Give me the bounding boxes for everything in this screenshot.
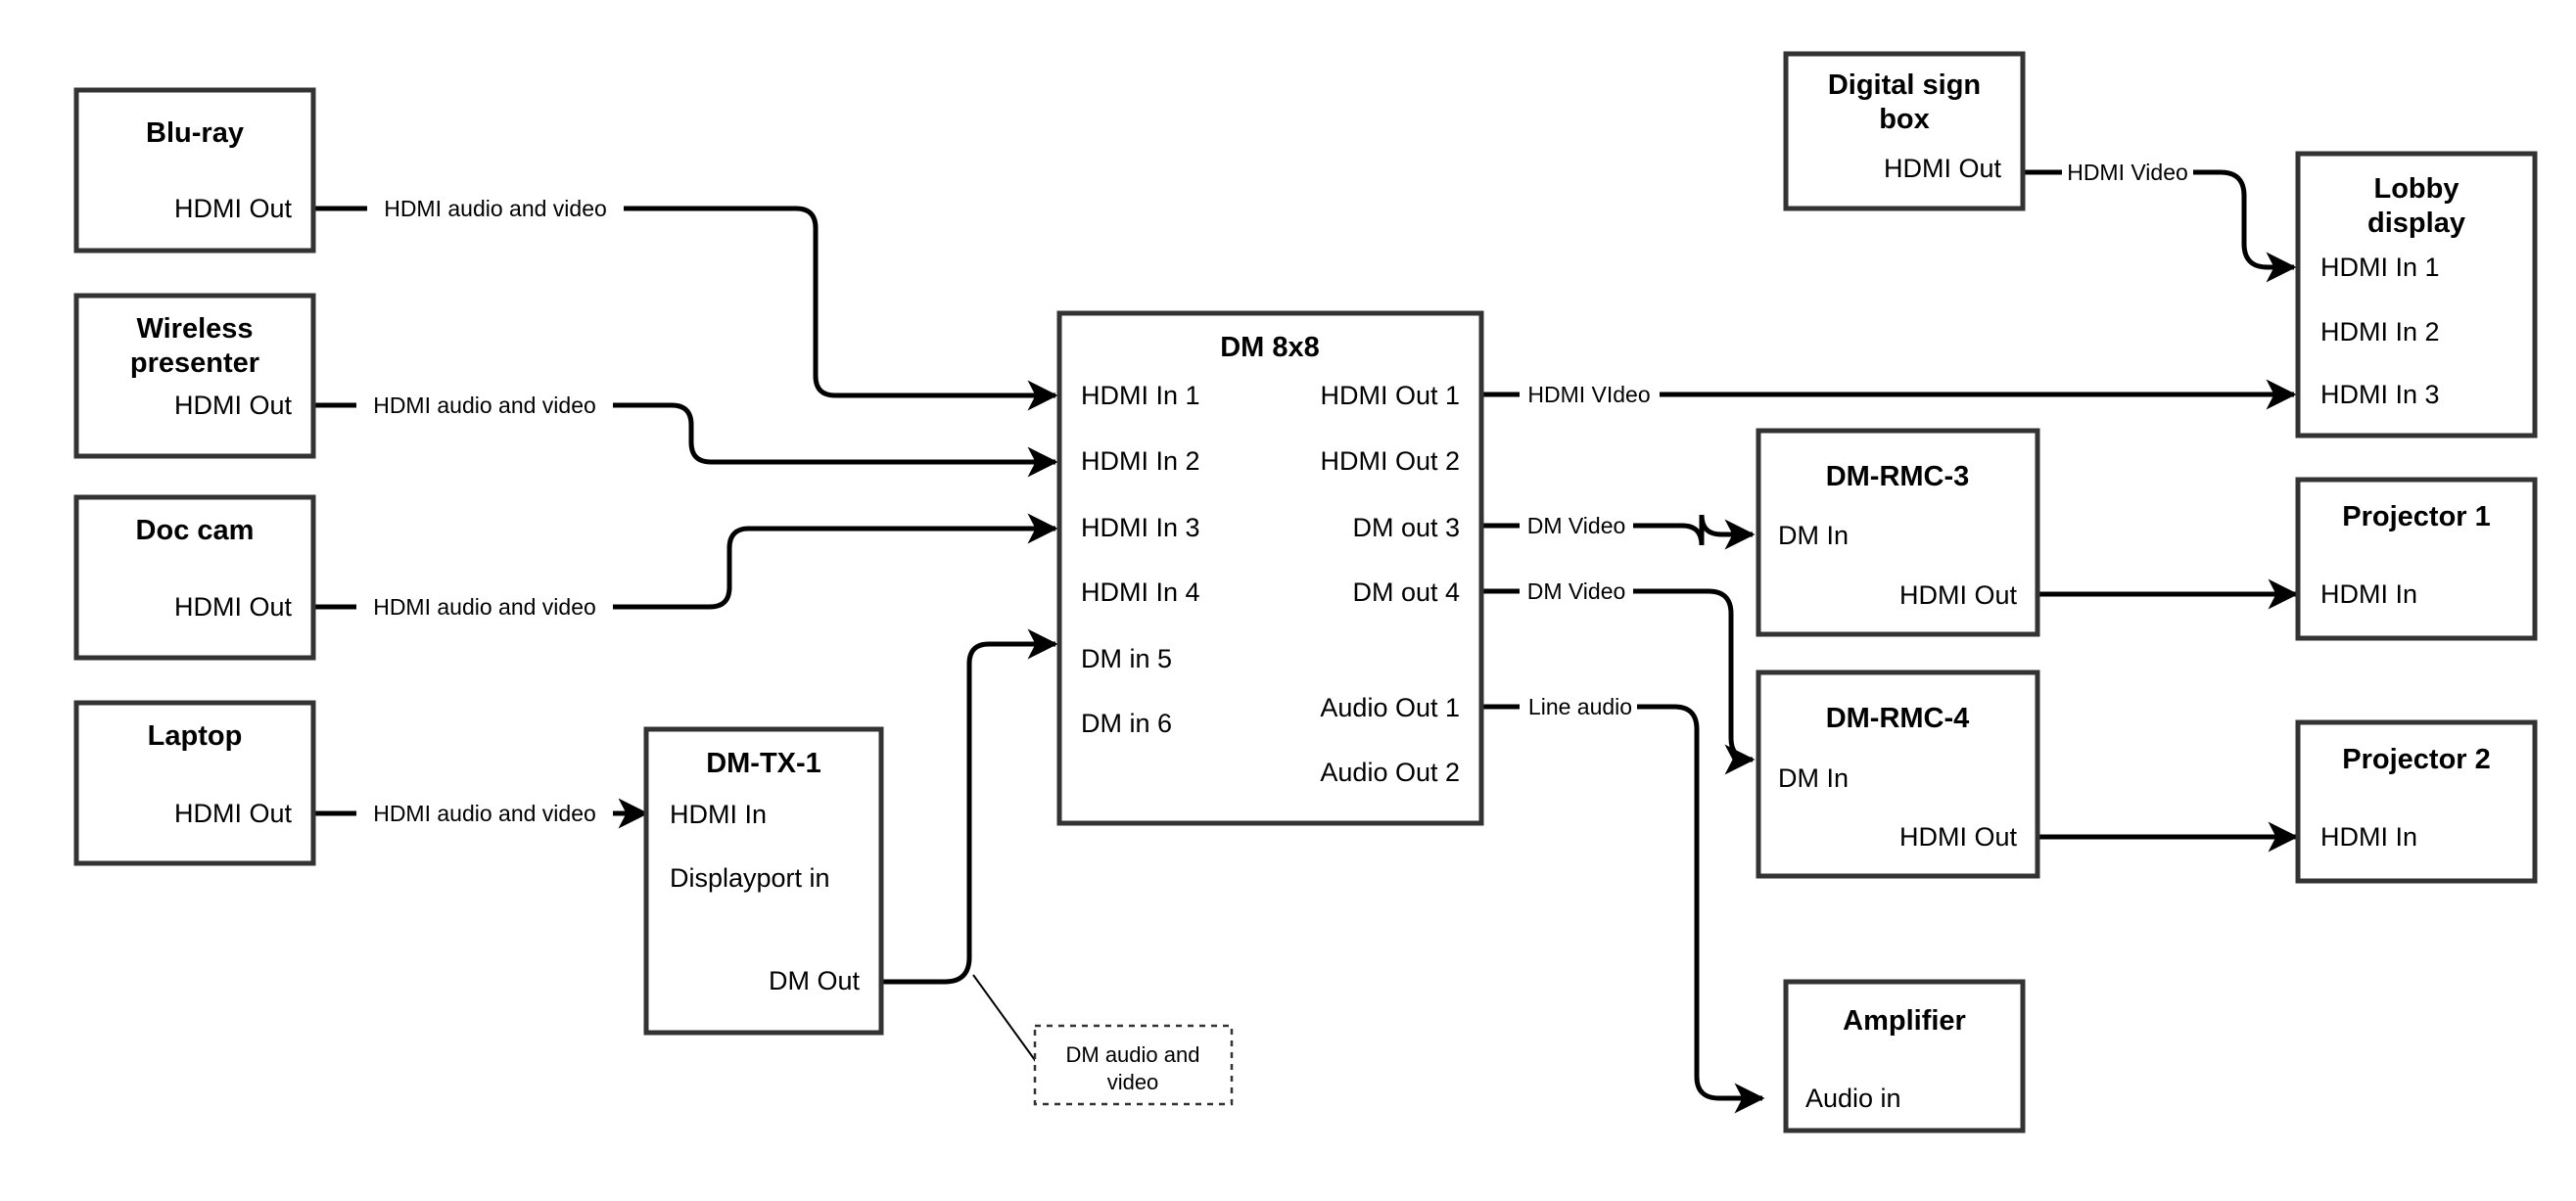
node-laptop-port-hdmi-out: HDMI Out — [174, 799, 293, 828]
edge-dm8x8-to-dmrmc4: DM Video — [1481, 578, 1756, 775]
edge-dm8x8-to-dmrmc3: DM Video — [1481, 513, 1756, 550]
node-signbox-title-line1: Digital sign — [1828, 69, 1981, 101]
edge-signbox-to-lobby: HDMI Video — [2023, 160, 2297, 283]
node-lobby-port-hdmi-in-3: HDMI In 3 — [2320, 380, 2440, 409]
node-dmrmc4-title: DM-RMC-4 — [1826, 703, 1970, 734]
note-text-line2: video — [1107, 1070, 1159, 1094]
edge-laptop-to-dmtx1: HDMI audio and video — [313, 798, 649, 829]
node-laptop-title: Laptop — [148, 720, 243, 752]
node-laptop[interactable]: Laptop HDMI Out — [73, 700, 316, 866]
note-dm-audio-and-video: DM audio and video — [1033, 1024, 1234, 1106]
node-wireless-title-line1: Wireless — [136, 313, 253, 345]
edge-dmtx1-to-dm8x8 — [881, 628, 1058, 985]
node-dmrmc3-port-hdmi-out: HDMI Out — [1899, 580, 2018, 610]
note-leader-line — [972, 974, 1041, 1068]
node-dm8x8-port-audio-out-2: Audio Out 2 — [1320, 758, 1460, 787]
edge-label-wireless: HDMI audio and video — [373, 393, 596, 418]
node-dmtx1-port-dm-out: DM Out — [769, 966, 861, 995]
node-digital-sign-box[interactable]: Digital sign box HDMI Out — [1783, 51, 2026, 211]
node-amplifier-port-audio-in: Audio in — [1805, 1084, 1901, 1113]
node-dm8x8-title: DM 8x8 — [1220, 332, 1320, 363]
node-dm-tx-1[interactable]: DM-TX-1 HDMI In Displayport in DM Out — [643, 726, 884, 1036]
node-lobby-display[interactable]: Lobby display HDMI In 1 HDMI In 2 HDMI I… — [2295, 151, 2538, 439]
node-dm8x8-port-dm-out-4: DM out 4 — [1352, 577, 1460, 607]
node-projector2-port-hdmi-in: HDMI In — [2320, 822, 2417, 852]
node-bluray-title: Blu-ray — [146, 117, 244, 149]
node-dmrmc4-port-hdmi-out: HDMI Out — [1899, 822, 2018, 852]
node-signbox-port-hdmi-out: HDMI Out — [1884, 154, 2002, 183]
edge-label-line-audio: Line audio — [1528, 694, 1632, 719]
node-projector-1[interactable]: Projector 1 HDMI In — [2295, 477, 2538, 641]
node-projector-2[interactable]: Projector 2 HDMI In — [2295, 719, 2538, 884]
node-dm8x8-port-dm-in-6: DM in 6 — [1081, 709, 1172, 738]
node-lobby-port-hdmi-in-1: HDMI In 1 — [2320, 253, 2440, 282]
node-projector1-title: Projector 1 — [2342, 501, 2491, 532]
node-doccam-title: Doc cam — [136, 515, 255, 546]
node-bluray-port-hdmi-out: HDMI Out — [174, 194, 293, 223]
edge-label-dm-video-out3: DM Video — [1527, 513, 1626, 538]
node-wireless-presenter[interactable]: Wireless presenter HDMI Out — [73, 293, 316, 459]
node-doccam-port-hdmi-out: HDMI Out — [174, 592, 293, 622]
edge-bluray-to-dm8x8: HDMI audio and video — [313, 196, 1058, 411]
edge-label-hdmi-video-sign: HDMI Video — [2067, 160, 2188, 185]
node-dm8x8-port-hdmi-out-2: HDMI Out 2 — [1320, 446, 1460, 476]
node-dm8x8-port-dm-out-3: DM out 3 — [1352, 513, 1460, 542]
node-dm-rmc-3[interactable]: DM-RMC-3 DM In HDMI Out — [1756, 428, 2040, 637]
node-dmtx1-port-hdmi-in: HDMI In — [670, 800, 767, 829]
node-signbox-title-line2: box — [1879, 104, 1930, 135]
node-projector2-title: Projector 2 — [2342, 744, 2491, 775]
node-dmtx1-title: DM-TX-1 — [706, 748, 821, 779]
edge-label-dm-video-out4: DM Video — [1527, 578, 1626, 604]
node-dmrmc3-title: DM-RMC-3 — [1826, 461, 1970, 492]
node-dmtx1-port-displayport-in: Displayport in — [670, 863, 830, 893]
node-wireless-title-line2: presenter — [130, 347, 259, 379]
node-lobby-title-line2: display — [2367, 208, 2465, 239]
edge-dm8x8-to-lobby: HDMI VIdeo — [1481, 379, 2297, 410]
node-projector1-port-hdmi-in: HDMI In — [2320, 579, 2417, 609]
edge-wireless-to-dm8x8: HDMI audio and video — [313, 393, 1058, 478]
node-dm8x8-port-audio-out-1: Audio Out 1 — [1320, 693, 1460, 722]
node-dm-8x8[interactable]: DM 8x8 HDMI In 1 HDMI In 2 HDMI In 3 HDM… — [1056, 310, 1484, 826]
edge-label-bluray: HDMI audio and video — [384, 196, 607, 221]
node-dmrmc3-port-dm-in: DM In — [1778, 521, 1849, 550]
edge-label-hdmi-video-out1: HDMI VIdeo — [1527, 382, 1650, 407]
node-lobby-title-line1: Lobby — [2374, 173, 2459, 205]
node-dm8x8-port-hdmi-in-1: HDMI In 1 — [1081, 381, 1200, 410]
node-lobby-port-hdmi-in-2: HDMI In 2 — [2320, 317, 2440, 346]
node-dmrmc4-port-dm-in: DM In — [1778, 763, 1849, 793]
node-dm-rmc-4[interactable]: DM-RMC-4 DM In HDMI Out — [1756, 670, 2040, 879]
node-dm8x8-port-hdmi-in-2: HDMI In 2 — [1081, 446, 1200, 476]
edge-doccam-to-dm8x8: HDMI audio and video — [313, 513, 1058, 620]
edge-label-doccam: HDMI audio and video — [373, 594, 596, 620]
node-dm8x8-port-hdmi-in-4: HDMI In 4 — [1081, 577, 1200, 607]
node-wireless-port-hdmi-out: HDMI Out — [174, 391, 293, 420]
node-bluray[interactable]: Blu-ray HDMI Out — [73, 87, 316, 254]
node-amplifier-title: Amplifier — [1843, 1005, 1966, 1037]
node-amplifier[interactable]: Amplifier Audio in — [1783, 979, 2026, 1133]
edge-label-laptop: HDMI audio and video — [373, 801, 596, 826]
node-doc-cam[interactable]: Doc cam HDMI Out — [73, 494, 316, 661]
node-dm8x8-port-hdmi-out-1: HDMI Out 1 — [1320, 381, 1460, 410]
node-dm8x8-port-dm-in-5: DM in 5 — [1081, 644, 1172, 673]
note-text-line1: DM audio and — [1066, 1042, 1200, 1067]
node-dm8x8-port-hdmi-in-3: HDMI In 3 — [1081, 513, 1200, 542]
edge-dm8x8-to-amplifier: Line audio — [1481, 694, 1765, 1114]
